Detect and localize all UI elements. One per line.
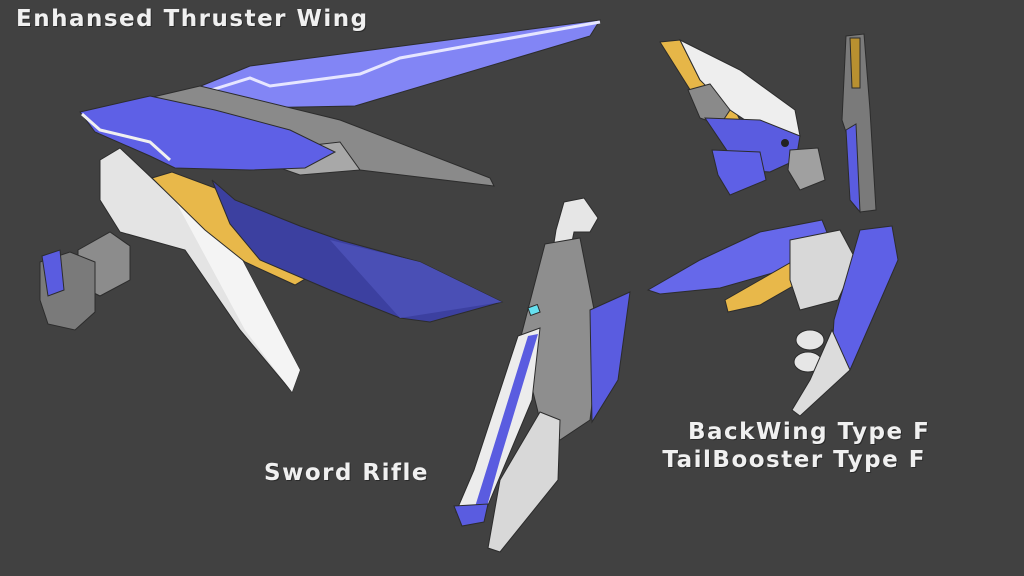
tailbooster-model (646, 219, 899, 417)
backwing-model (659, 33, 877, 214)
thruster-wing-model (39, 19, 601, 393)
tailbooster-label-line2: TailBooster Type F (662, 447, 926, 473)
thruster-wing-label: Enhansed Thruster Wing (16, 6, 369, 32)
sword-rifle-label: Sword Rifle (264, 460, 430, 486)
backwing-label-line1: BackWing Type F (688, 419, 931, 445)
sword-rifle-model (453, 197, 631, 553)
backwing-label: BackWing Type F TailBooster Type F (662, 418, 931, 474)
